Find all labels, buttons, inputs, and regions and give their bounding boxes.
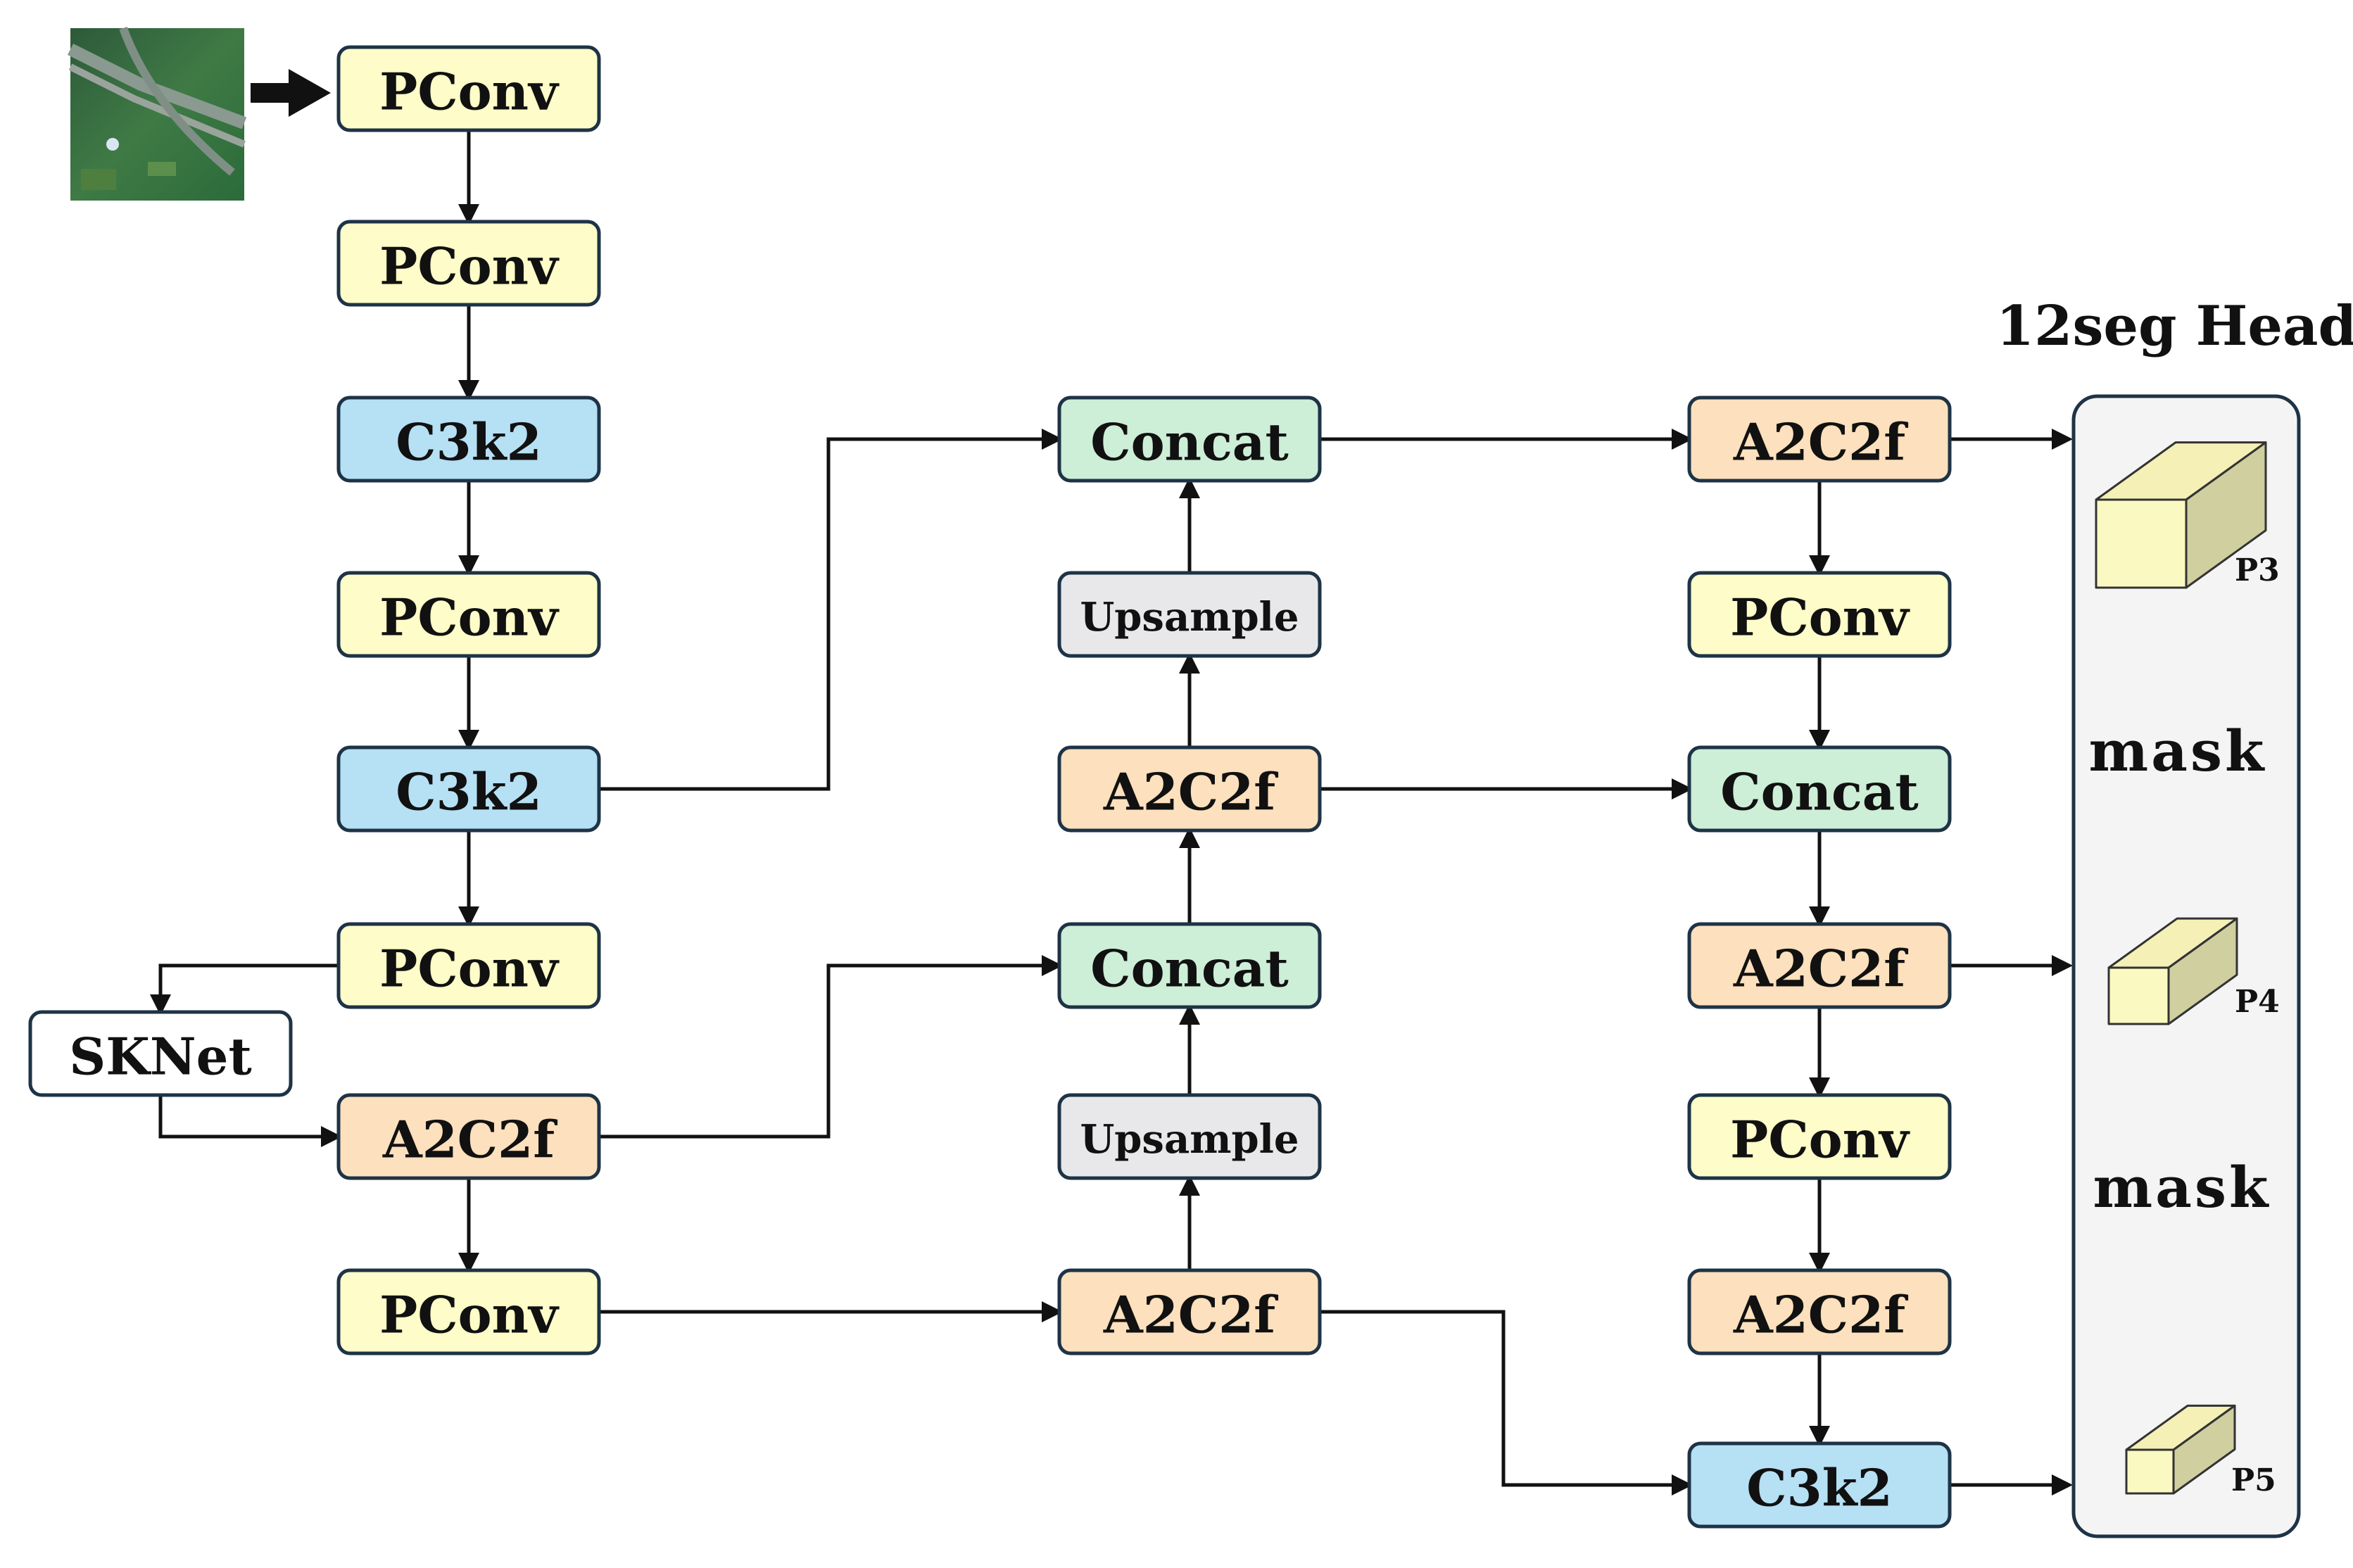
output-label-p5: P5 (2231, 1462, 2276, 1498)
node-label: A2C2f (1733, 939, 1908, 999)
satellite-image-icon (67, 26, 247, 201)
edge-b5-to-m1 (599, 429, 1063, 791)
node-box (1057, 745, 1322, 833)
node-box (28, 1010, 293, 1097)
node-a2c2f-r4: A2C2f (1687, 922, 1952, 1009)
node-label: PConv (1730, 588, 1910, 647)
node-box (1057, 396, 1322, 483)
nodes-layer: PConvPConvC3k2PConvC3k2PConvSKNetA2C2fPC… (28, 45, 1952, 1529)
node-label: Upsample (1080, 594, 1299, 640)
node-box (336, 1268, 601, 1355)
node-label: Upsample (1080, 1116, 1299, 1163)
cube-front-face (2125, 1448, 2175, 1495)
node-upsample-m2: Upsample (1057, 571, 1322, 658)
node-box (1057, 1093, 1322, 1180)
node-pconv-b8: PConv (336, 1268, 601, 1355)
output-cube-p3: P3 (2095, 441, 2280, 589)
node-label: A2C2f (1103, 1285, 1278, 1345)
mask-label-1: mask (2089, 718, 2267, 784)
node-c3k2-b3: C3k2 (336, 396, 601, 483)
node-label: A2C2f (1733, 1285, 1908, 1345)
node-concat-m1: Concat (1057, 396, 1322, 483)
node-box (1687, 922, 1952, 1009)
output-cube-p5: P5 (2125, 1404, 2276, 1498)
node-pconv-b4: PConv (336, 571, 601, 658)
node-box (1687, 1093, 1952, 1180)
node-c3k2-r7: C3k2 (1687, 1441, 1952, 1529)
mask-label-2: mask (2093, 1154, 2271, 1220)
node-label: Concat (1720, 762, 1918, 822)
cube-front-face (2107, 966, 2170, 1025)
node-a2c2f-b7: A2C2f (336, 1093, 601, 1180)
input-arrow (251, 69, 331, 117)
edge-sk-to-b7 (158, 1095, 342, 1147)
node-pconv-b1: PConv (336, 45, 601, 132)
node-box (1687, 1268, 1952, 1355)
node-pconv-b2: PConv (336, 220, 601, 307)
node-label: C3k2 (396, 762, 541, 822)
node-sknet-sk: SKNet (28, 1010, 293, 1097)
node-box (1057, 1268, 1322, 1355)
node-label: Concat (1090, 939, 1288, 999)
output-label-p4: P4 (2235, 984, 2280, 1020)
node-label: SKNet (69, 1027, 251, 1087)
head-title: 12seg Head (1996, 294, 2353, 358)
node-upsample-m5: Upsample (1057, 1093, 1322, 1180)
node-concat-r3: Concat (1687, 745, 1952, 833)
node-a2c2f-r6: A2C2f (1687, 1268, 1952, 1355)
edges-layer (150, 130, 2073, 1496)
node-a2c2f-m6: A2C2f (1057, 1268, 1322, 1355)
node-a2c2f-m3: A2C2f (1057, 745, 1322, 833)
edge-b6-to-sk (150, 963, 339, 1016)
node-a2c2f-r1: A2C2f (1687, 396, 1952, 483)
node-box (1057, 571, 1322, 658)
node-pconv-b6: PConv (336, 922, 601, 1009)
node-box (1057, 922, 1322, 1009)
node-concat-m4: Concat (1057, 922, 1322, 1009)
node-box (1687, 1441, 1952, 1529)
node-label: PConv (379, 1285, 560, 1345)
node-box (1687, 745, 1952, 833)
edge-b7-to-m4 (599, 955, 1063, 1139)
node-label: PConv (1730, 1110, 1910, 1170)
node-box (336, 922, 601, 1009)
node-label: PConv (379, 939, 560, 999)
node-box (336, 1093, 601, 1180)
node-label: A2C2f (382, 1110, 557, 1170)
node-pconv-r2: PConv (1687, 571, 1952, 658)
node-box (336, 396, 601, 483)
output-cube-p4: P4 (2107, 917, 2280, 1025)
node-box (336, 220, 601, 307)
cube-front-face (2095, 498, 2188, 589)
node-box (336, 45, 601, 132)
node-label: PConv (379, 588, 560, 647)
node-label: PConv (379, 62, 560, 122)
edge-m6-to-r7 (1320, 1310, 1693, 1496)
node-pconv-r5: PConv (1687, 1093, 1952, 1180)
node-label: Concat (1090, 412, 1288, 472)
node-box (336, 745, 601, 833)
node-c3k2-b5: C3k2 (336, 745, 601, 833)
node-box (1687, 571, 1952, 658)
node-label: C3k2 (1746, 1458, 1892, 1518)
node-label: A2C2f (1733, 412, 1908, 472)
node-box (336, 571, 601, 658)
node-box (1687, 396, 1952, 483)
node-label: PConv (379, 236, 560, 296)
output-label-p3: P3 (2235, 552, 2280, 588)
node-label: C3k2 (396, 412, 541, 472)
node-label: A2C2f (1103, 762, 1278, 822)
